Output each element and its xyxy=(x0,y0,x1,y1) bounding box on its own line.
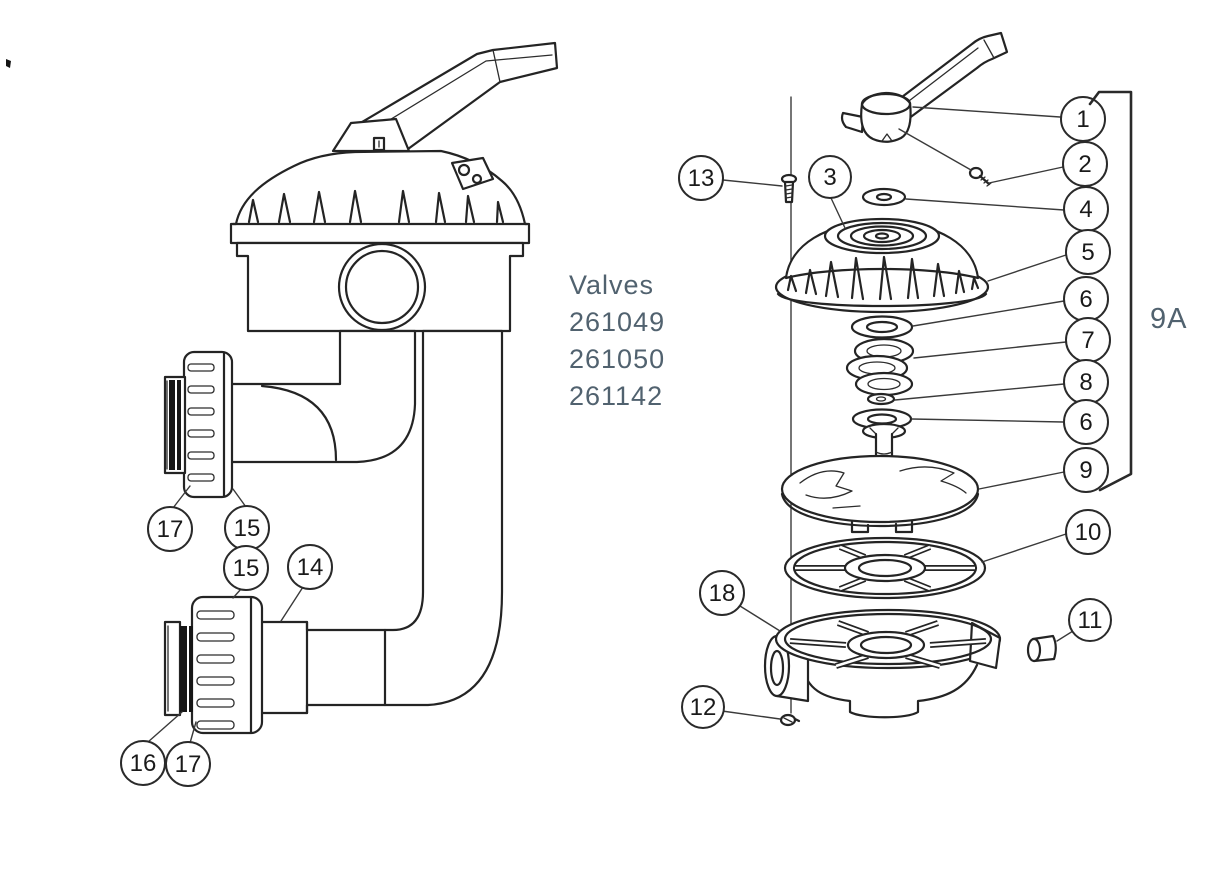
svg-text:11: 11 xyxy=(1078,607,1103,634)
svg-text:8: 8 xyxy=(1079,369,1092,396)
callout-8: 8 xyxy=(1063,359,1109,405)
handle-screw xyxy=(968,166,992,187)
exploded-view xyxy=(721,31,1074,727)
callout-18: 18 xyxy=(699,570,745,616)
svg-text:10: 10 xyxy=(1075,519,1102,546)
assembly-group-label: 9A xyxy=(1150,303,1187,335)
body-screw xyxy=(779,713,801,727)
svg-text:17: 17 xyxy=(157,516,184,543)
svg-text:15: 15 xyxy=(233,555,260,582)
svg-text:5: 5 xyxy=(1081,239,1094,266)
spider-gasket xyxy=(783,536,987,600)
valve-lid xyxy=(229,149,531,245)
hose-adapter-upper xyxy=(163,375,187,475)
callout-15-upper: 15 xyxy=(224,505,270,551)
callout-17-lower: 17 xyxy=(165,741,211,787)
callout-4: 4 xyxy=(1063,186,1109,232)
small-washer xyxy=(861,187,907,207)
valve-handle xyxy=(331,41,559,153)
callout-1: 1 xyxy=(1060,96,1106,142)
lid-vent-detail xyxy=(450,156,495,191)
callout-15-lower: 15 xyxy=(223,545,269,591)
product-model-number: 261049 xyxy=(569,307,665,337)
cover-washer-upper xyxy=(850,315,914,339)
callout-6-lower: 6 xyxy=(1063,399,1109,445)
valve-body-base xyxy=(763,608,1002,719)
tiny-washer xyxy=(866,392,896,406)
svg-text:6: 6 xyxy=(1079,286,1092,313)
svg-text:16: 16 xyxy=(130,750,157,777)
hose-adapter-lower xyxy=(163,620,193,717)
callout-11: 11 xyxy=(1068,598,1112,642)
handle-screw-icon xyxy=(372,136,386,152)
callouts-left-view: 17 15 15 14 16 17 xyxy=(120,505,333,787)
left-port-assembly xyxy=(163,329,417,499)
callout-16: 16 xyxy=(120,740,166,786)
product-label: Valves 261049 261050 261142 xyxy=(569,270,665,411)
callout-17-upper: 17 xyxy=(147,506,193,552)
product-model-number: 261142 xyxy=(569,381,663,411)
handle-assembly xyxy=(840,31,1009,143)
valve-port-opening xyxy=(337,242,427,332)
callout-3: 3 xyxy=(808,155,852,199)
valve-body xyxy=(235,241,525,333)
svg-text:3: 3 xyxy=(823,164,836,191)
rotor-diverter xyxy=(780,422,980,534)
svg-text:18: 18 xyxy=(709,580,736,607)
valve-cover xyxy=(774,217,990,314)
svg-text:7: 7 xyxy=(1081,327,1094,354)
svg-text:14: 14 xyxy=(297,554,324,581)
svg-text:6: 6 xyxy=(1079,409,1092,436)
bottom-piping xyxy=(163,329,504,735)
svg-text:2: 2 xyxy=(1078,151,1091,178)
svg-text:15: 15 xyxy=(234,515,261,542)
assembly-group-bracket: 9A xyxy=(1088,90,1187,492)
body-spokes xyxy=(789,620,987,669)
exploded-view-leaders xyxy=(721,106,1074,720)
callouts-exploded-view: 13 3 1 2 4 5 6 7 xyxy=(678,96,1112,729)
svg-text:1: 1 xyxy=(1076,106,1089,133)
callout-12: 12 xyxy=(681,685,725,729)
product-model-number: 261050 xyxy=(569,344,665,374)
callout-9: 9 xyxy=(1063,447,1109,493)
callout-2: 2 xyxy=(1062,141,1108,187)
callout-10: 10 xyxy=(1065,509,1111,555)
callout-7: 7 xyxy=(1065,317,1111,363)
position-screw xyxy=(780,173,798,204)
svg-text:9: 9 xyxy=(1079,457,1092,484)
callout-14: 14 xyxy=(287,544,333,590)
plug xyxy=(1026,634,1057,663)
assembled-valve-view xyxy=(147,41,559,744)
svg-text:12: 12 xyxy=(690,694,717,721)
callout-5: 5 xyxy=(1065,229,1111,275)
scan-artifact xyxy=(6,59,11,68)
gasket-spokes xyxy=(795,544,975,592)
svg-text:13: 13 xyxy=(688,165,715,192)
svg-text:4: 4 xyxy=(1079,196,1092,223)
product-label-title: Valves xyxy=(569,270,654,300)
callout-6-upper: 6 xyxy=(1063,276,1109,322)
svg-text:17: 17 xyxy=(175,751,202,778)
spring xyxy=(845,337,915,397)
left-view-leaders xyxy=(147,485,304,744)
callout-13: 13 xyxy=(678,155,724,201)
